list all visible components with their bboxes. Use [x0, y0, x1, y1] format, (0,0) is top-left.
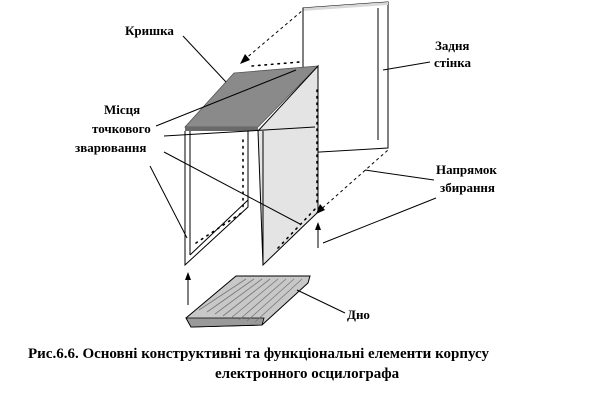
- leader-lines: [149, 35, 437, 314]
- label-weld-line3: зварювання: [75, 140, 146, 155]
- caption-line1: Рис.6.6. Основні конструктивні та функці…: [28, 346, 489, 362]
- front-frame: [184, 131, 249, 267]
- lid: [184, 65, 320, 131]
- label-back-wall-line1: Задня: [435, 38, 469, 53]
- arrow-head-lid: [240, 54, 250, 64]
- label-direction-line2: збирання: [440, 180, 495, 195]
- label-weld-line1: Місця: [104, 102, 140, 117]
- label-bottom: Дно: [347, 307, 370, 322]
- bottom-tray: [185, 275, 311, 328]
- arrow-head-bottom-right: [316, 204, 325, 214]
- label-back-wall-line2: стінка: [434, 55, 472, 70]
- label-weld-line2: точкового: [92, 121, 151, 136]
- weld-dots: [195, 61, 318, 249]
- label-direction-line1: Напрямок: [436, 162, 497, 177]
- label-lid: Кришка: [125, 23, 174, 38]
- caption-line2: електронного осцилографа: [215, 366, 400, 382]
- assembly-direction-arrows: [243, 9, 389, 213]
